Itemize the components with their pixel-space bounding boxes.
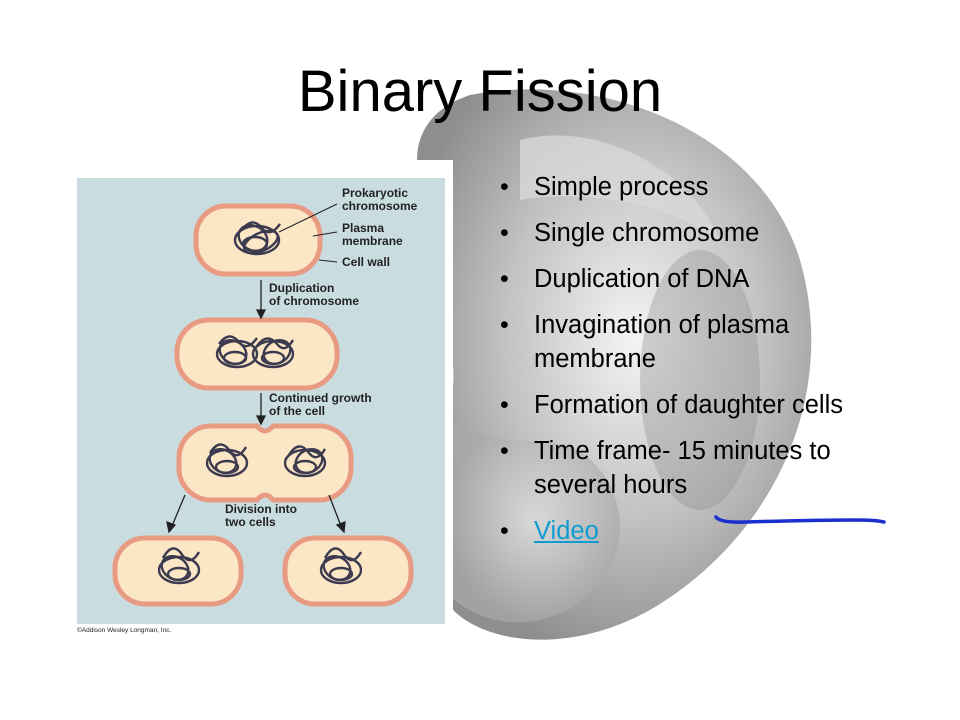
bullet-item: • Single chromosome [492,216,912,250]
chromosome-icon [215,335,295,369]
label-plasma-membrane: Plasma membrane [342,221,403,248]
bullet-text: Simple process [534,173,709,201]
bullet-item: • Simple process [492,170,912,204]
label-duplication: Duplication of chromosome [269,281,360,308]
bullet-item: • Video [492,514,912,548]
daughter-cell-left [112,535,244,607]
figure-copyright: ©Addison Wesley Longman, Inc. [77,627,172,634]
bullet-dot-icon: • [500,437,509,465]
bullet-item: • Duplication of DNA [492,262,912,296]
bullet-dot-icon: • [500,391,509,419]
bullet-text: Duplication of DNA [534,265,750,293]
bullet-item: • Time frame- 15 minutes to several hours [492,434,912,502]
bullet-text: Invagination of plasma membrane [534,311,790,373]
chromosome-icon [205,443,327,478]
binary-fission-diagram: Prokaryotic chromosome Plasma membrane C… [67,160,453,660]
bullet-dot-icon: • [500,265,509,293]
chromosome-icon [319,547,363,585]
bullet-dot-icon: • [500,219,509,247]
bullet-list: • Simple process • Single chromosome • Dupl… [492,170,912,560]
bullet-text: Single chromosome [534,219,760,247]
daughter-cell-right [282,535,414,607]
bullet-dot-icon: • [500,311,509,339]
cell-invaginating [176,423,354,503]
label-continued-growth: Continued growth of the cell [269,391,372,418]
chromosome-icon [233,221,281,256]
video-link[interactable]: Video [534,517,599,545]
label-pointer-lines [278,203,338,263]
bullet-dot-icon: • [500,173,509,201]
label-cell-wall: Cell wall [342,255,391,269]
bullet-text: Time frame- 15 minutes to several hours [534,437,831,499]
process-arrows [166,280,346,534]
label-prokaryotic-chromosome: Prokaryotic chromosome [342,186,418,213]
chromosome-icon [157,547,201,585]
slide-title: Binary Fission [297,59,663,124]
bullet-text: Formation of daughter cells [534,391,843,419]
cell-parent [193,203,323,277]
diagram-canvas [77,178,445,624]
label-division: Division into two cells [225,502,297,529]
bullet-item: • Formation of daughter cells [492,388,912,422]
bullet-item: • Invagination of plasma membrane [492,308,912,376]
bullet-dot-icon: • [500,517,509,545]
cell-duplicating [174,317,340,391]
